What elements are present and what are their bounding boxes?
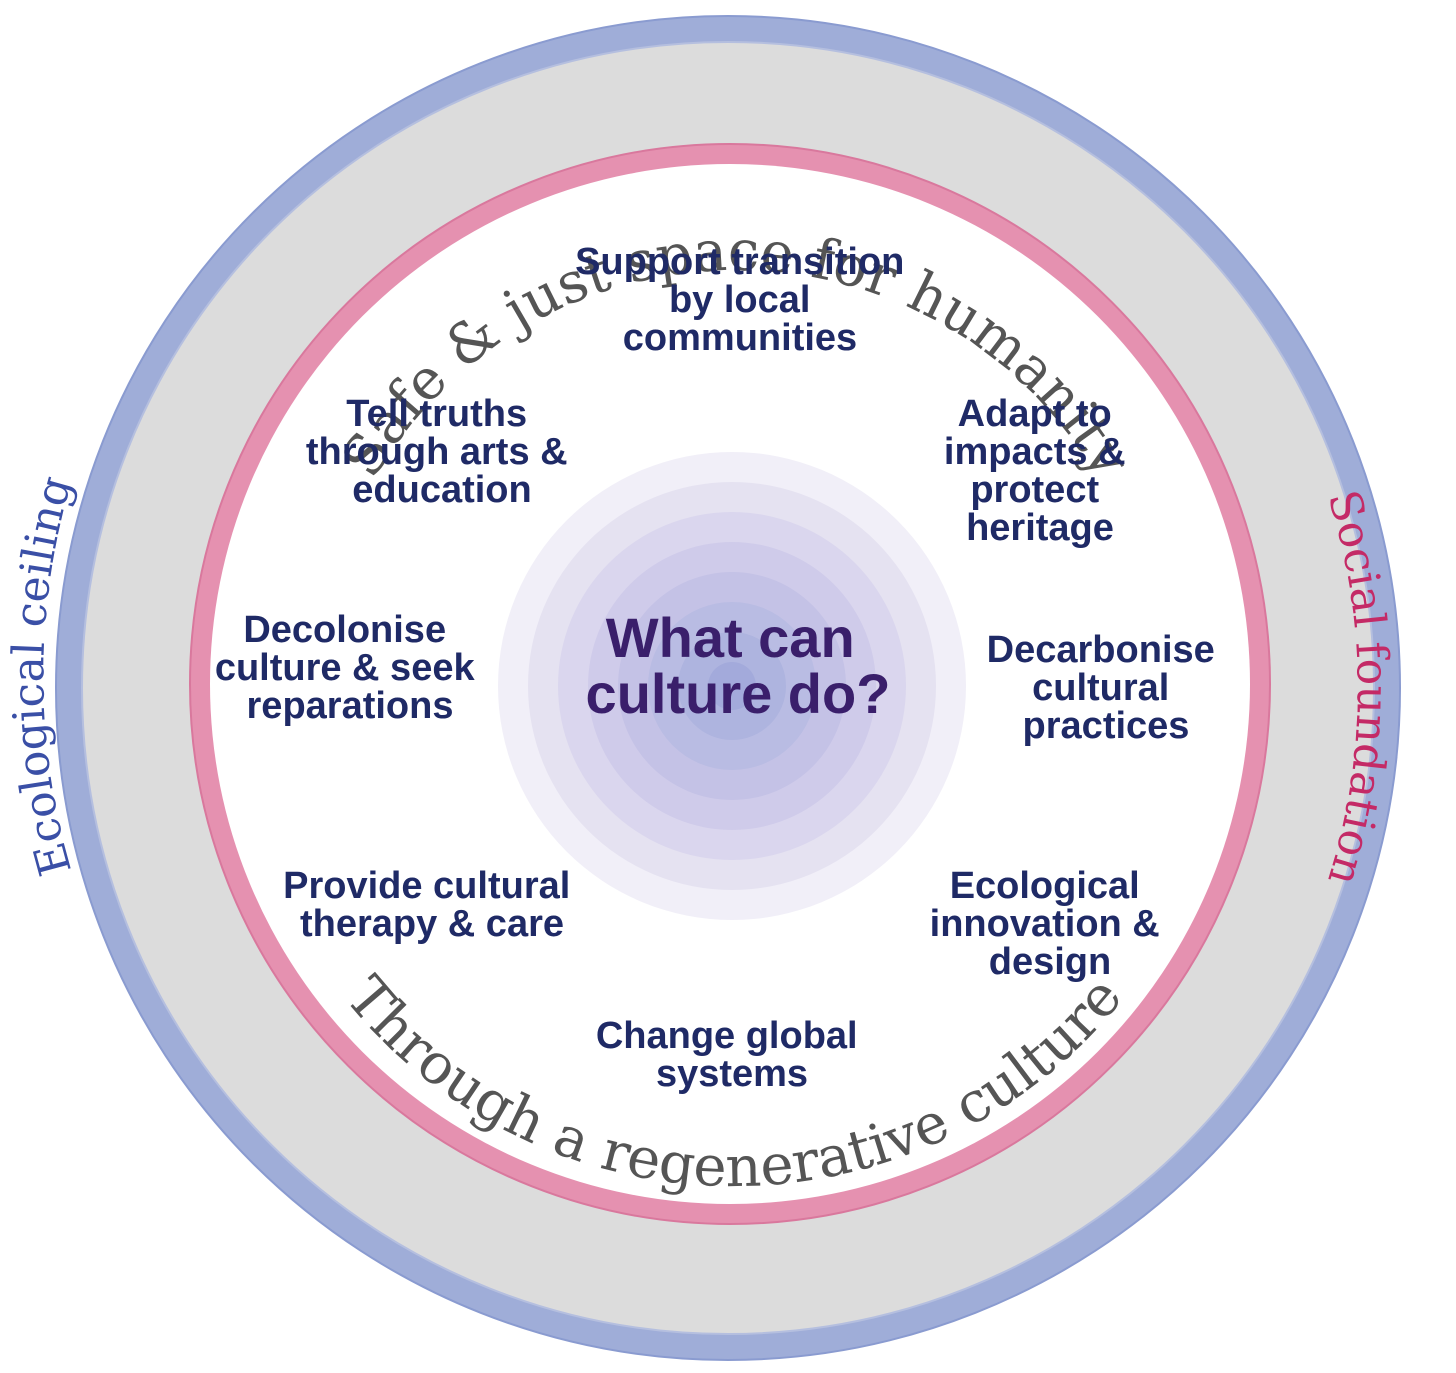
action-line: Tell truths (346, 393, 527, 435)
action-tell-truths: Tell truths through arts & education (306, 393, 578, 511)
action-line: systems (656, 1053, 808, 1095)
action-line: impacts & (944, 431, 1126, 473)
action-line: innovation & (930, 903, 1160, 945)
center-question: What can culture do? (586, 606, 891, 725)
action-decarbonise: Decarbonise cultural practices (987, 629, 1226, 747)
action-line: Decolonise (243, 609, 446, 651)
action-ecological-innovation: Ecological innovation & design (930, 865, 1171, 983)
center-question-line-2: culture do? (586, 662, 891, 725)
action-support-transition: Support transition by local communities (575, 241, 915, 359)
action-line: by local (669, 279, 811, 321)
action-line: cultural (1032, 667, 1169, 709)
action-line: practices (1023, 705, 1190, 747)
action-line: Support transition (575, 241, 904, 283)
action-line: Decarbonise (987, 629, 1215, 671)
action-change-global: Change global systems (596, 1015, 868, 1095)
center-question-line-1: What can (606, 606, 855, 669)
action-line: Ecological (950, 865, 1140, 907)
center-ripple-rings (498, 452, 966, 920)
action-line: reparations (247, 685, 454, 727)
action-adapt-impacts: Adapt to impacts & protect heritage (944, 393, 1136, 549)
action-cultural-therapy: Provide cultural therapy & care (283, 865, 581, 945)
action-line: Adapt to (958, 393, 1112, 435)
action-line: therapy & care (300, 903, 564, 945)
action-decolonise: Decolonise culture & seek reparations (215, 609, 485, 727)
center-ring-8 (708, 662, 756, 710)
action-line: communities (623, 317, 857, 359)
action-line: Change global (596, 1015, 858, 1057)
action-line: protect (970, 469, 1099, 511)
action-line: Provide cultural (283, 865, 570, 907)
action-line: education (352, 469, 531, 511)
action-line: through arts & (306, 431, 568, 473)
action-line: design (989, 941, 1111, 983)
action-line: culture & seek (215, 647, 476, 689)
action-line: heritage (966, 507, 1114, 549)
